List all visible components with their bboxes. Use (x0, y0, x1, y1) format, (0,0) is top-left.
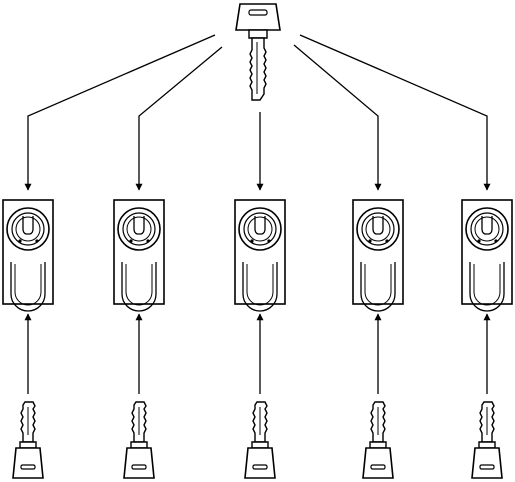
master-connector-arrow (293, 44, 382, 191)
lock-cylinder-icon (352, 199, 404, 312)
individual-key-connectors (24, 313, 491, 394)
master-connector-arrow (24, 34, 216, 191)
individual-key-icon (244, 401, 276, 479)
lock-cylinder-icon (234, 199, 286, 312)
master-key-connectors (24, 34, 491, 191)
master-key (235, 3, 281, 101)
individual-key-icon (362, 401, 394, 479)
individual-keys (12, 401, 503, 479)
individual-key-icon (471, 401, 503, 479)
lock-cylinder-icon (2, 199, 54, 312)
individual-key-icon (12, 401, 44, 479)
master-key-icon (235, 3, 281, 101)
lock-cylinder-icon (461, 199, 513, 312)
lock-cylinder-icon (113, 199, 165, 312)
master-connector-arrow (299, 34, 491, 191)
master-connector-arrow (135, 46, 223, 191)
lock-cylinders (2, 199, 513, 312)
individual-key-icon (123, 401, 155, 479)
